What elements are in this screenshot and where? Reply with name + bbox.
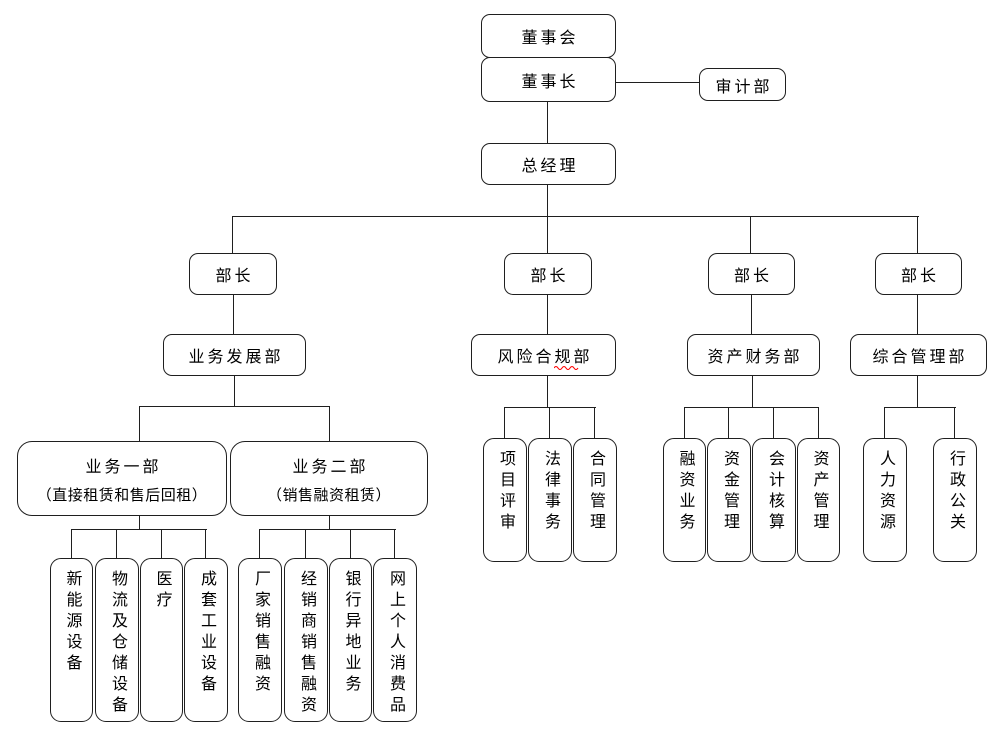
node-general-admin-dept: 综合管理部: [850, 334, 987, 376]
node-business-unit-1: 业务一部 （直接租赁和售后回租）: [17, 441, 227, 516]
connector-line: [232, 216, 919, 218]
connector-line: [818, 407, 820, 438]
connector-line: [884, 407, 956, 409]
connector-line: [547, 185, 549, 216]
node-legal-affairs: 法律事务: [528, 438, 572, 562]
connector-line: [547, 216, 549, 253]
node-logistics-warehouse-equipment: 物流及仓储设备: [95, 558, 139, 722]
connector-line: [232, 216, 234, 253]
node-admin-public-relations: 行政公关: [933, 438, 977, 562]
node-manufacturer-sales-finance: 厂家销售融资: [238, 558, 282, 722]
node-human-resources: 人力资源: [863, 438, 907, 562]
node-dealer-sales-finance: 经销商销售融资: [284, 558, 328, 722]
connector-line: [547, 295, 549, 334]
business-unit-1-title: 业务一部: [85, 458, 162, 476]
connector-line: [259, 529, 261, 558]
node-asset-management: 资产管理: [797, 438, 840, 562]
node-asset-finance-dept: 资产财务部: [687, 334, 820, 376]
node-fund-management: 资金管理: [707, 438, 751, 562]
connector-line: [616, 82, 699, 84]
connector-line: [917, 295, 919, 334]
connector-line: [504, 407, 506, 438]
connector-line: [917, 376, 919, 407]
connector-line: [750, 216, 752, 253]
node-new-energy-equipment: 新能源设备: [50, 558, 93, 722]
connector-line: [116, 529, 118, 558]
connector-line: [594, 407, 596, 438]
spellcheck-squiggle: [554, 365, 579, 370]
connector-line: [71, 529, 207, 531]
connector-line: [549, 407, 551, 438]
connector-line: [547, 376, 549, 407]
business-unit-2-subtitle: （销售融资租赁）: [266, 487, 391, 504]
connector-line: [728, 407, 730, 438]
connector-line: [139, 406, 141, 441]
node-minister-3: 部长: [708, 253, 795, 295]
node-board: 董事会: [481, 14, 616, 58]
connector-line: [234, 376, 236, 406]
node-medical: 医疗: [140, 558, 183, 722]
connector-line: [917, 216, 919, 253]
node-business-unit-2: 业务二部 （销售融资租赁）: [230, 441, 428, 516]
node-minister-1: 部长: [189, 253, 277, 295]
node-industrial-equipment-sets: 成套工业设备: [184, 558, 228, 722]
business-unit-2-title: 业务二部: [292, 458, 369, 476]
node-risk-compliance-dept: 风险合规部: [471, 334, 616, 376]
business-unit-1-subtitle: （直接租赁和售后回租）: [36, 487, 208, 504]
node-minister-4: 部长: [875, 253, 962, 295]
node-minister-2: 部长: [504, 253, 592, 295]
connector-line: [752, 376, 754, 407]
connector-line: [71, 529, 73, 558]
node-financing-business: 融资业务: [663, 438, 706, 562]
connector-line: [329, 516, 331, 529]
connector-line: [161, 529, 163, 558]
node-contract-management: 合同管理: [573, 438, 617, 562]
connector-line: [547, 101, 549, 143]
connector-line: [751, 295, 753, 334]
node-audit-dept: 审计部: [699, 68, 786, 101]
node-online-consumer-goods: 网上个人消费品: [373, 558, 417, 722]
connector-line: [139, 516, 141, 529]
connector-line: [954, 407, 956, 438]
connector-line: [329, 406, 331, 441]
connector-line: [205, 529, 207, 558]
connector-line: [350, 529, 352, 558]
connector-line: [884, 407, 886, 438]
node-bank-remote-business: 银行异地业务: [329, 558, 372, 722]
connector-line: [305, 529, 307, 558]
connector-line: [394, 529, 396, 558]
node-business-development-dept: 业务发展部: [163, 334, 306, 376]
node-project-review: 项目评审: [483, 438, 527, 562]
node-general-manager: 总经理: [481, 143, 616, 185]
node-accounting: 会计核算: [752, 438, 796, 562]
connector-line: [233, 295, 235, 334]
connector-line: [684, 407, 686, 438]
connector-line: [684, 407, 819, 409]
connector-line: [139, 406, 330, 408]
node-chairman: 董事长: [481, 57, 616, 102]
connector-line: [259, 529, 396, 531]
connector-line: [773, 407, 775, 438]
